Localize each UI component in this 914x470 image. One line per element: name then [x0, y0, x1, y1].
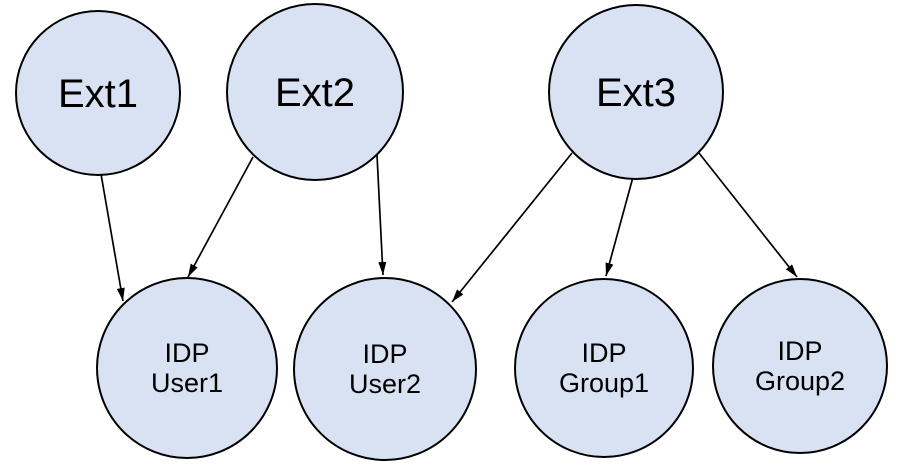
node-circle-ext3	[548, 4, 724, 180]
node-label-line: Group2	[755, 366, 845, 396]
node-label-line: User1	[151, 368, 223, 398]
node-label-line: IDP	[777, 336, 822, 366]
node-label-line: IDP	[581, 338, 626, 368]
node-label-line: IDP	[164, 338, 209, 368]
edge-ext3-to-idp-user2	[451, 152, 573, 303]
node-circle-ext2	[226, 3, 404, 181]
node-label-line: Group1	[559, 368, 649, 398]
node-label-ext2: Ext2	[275, 71, 355, 115]
node-circle-idp-user2	[293, 277, 477, 461]
node-label-line: Ext2	[275, 71, 355, 115]
node-label-ext3: Ext3	[596, 71, 676, 115]
node-label-line: User2	[349, 369, 421, 399]
node-label-line: IDP	[362, 339, 407, 369]
node-circle-idp-group2	[712, 278, 888, 454]
edge-ext3-to-idp-group2	[698, 152, 798, 278]
edge-ext2-to-idp-user1	[187, 156, 254, 278]
node-ext2: Ext2	[226, 3, 404, 181]
node-ext3: Ext3	[548, 4, 724, 180]
node-label-line: Ext3	[596, 71, 676, 115]
node-circle-idp-group1	[514, 278, 694, 458]
node-circle-idp-user1	[96, 277, 278, 459]
node-label-line: Ext1	[58, 72, 138, 116]
edge-ext1-to-idp-user1	[100, 173, 125, 302]
edge-ext2-to-idp-user2	[376, 154, 387, 276]
node-label-ext1: Ext1	[58, 72, 138, 116]
edge-ext3-to-idp-group1	[605, 176, 634, 277]
node-circle-ext1	[15, 10, 181, 176]
node-ext1: Ext1	[15, 10, 181, 176]
